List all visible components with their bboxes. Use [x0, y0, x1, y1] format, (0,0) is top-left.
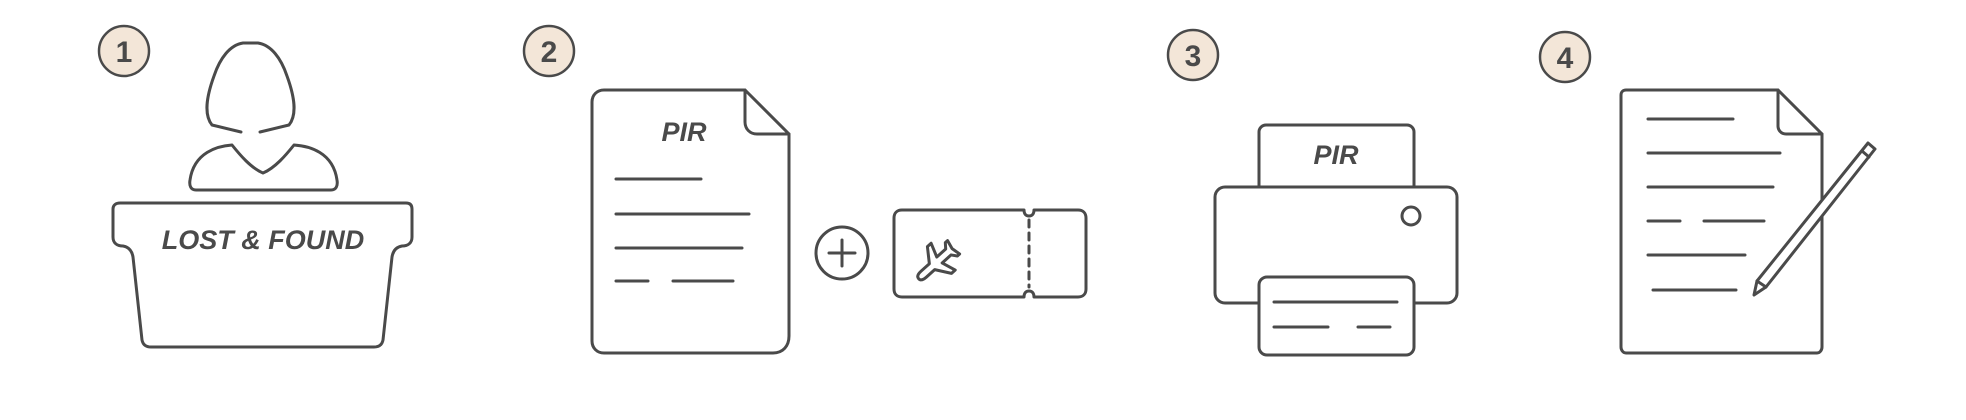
step-1: 1 LOST & FOUND — [97, 24, 414, 349]
printer-button — [1400, 205, 1422, 227]
desk-sign-label: LOST & FOUND — [162, 225, 365, 255]
form-document-corner-fold — [1776, 88, 1824, 136]
desk — [111, 201, 414, 349]
pencil-icon — [1752, 141, 1877, 297]
plus-circle-icon — [814, 225, 870, 281]
step-4: 4 — [1538, 30, 1877, 355]
printer-icon: PIR — [1213, 123, 1459, 357]
airplane-icon — [916, 239, 962, 282]
person-head — [205, 41, 296, 134]
ticket-outline — [892, 208, 1088, 299]
document-corner-fold — [743, 88, 791, 136]
step-2-badge-circle — [522, 24, 576, 78]
step-3-number: 3 — [1185, 40, 1202, 73]
boarding-ticket-icon — [892, 208, 1088, 299]
form-document-outline — [1619, 88, 1824, 355]
step-4-badge-circle — [1538, 30, 1592, 84]
document-label: PIR — [661, 117, 707, 147]
step-3: 3 PIR — [1166, 28, 1459, 357]
plus-circle — [814, 225, 870, 281]
step-1-number: 1 — [116, 36, 133, 69]
airplane-shape — [916, 239, 962, 282]
step-4-number: 4 — [1557, 42, 1574, 75]
document-with-pencil-icon — [1619, 88, 1877, 355]
printer-paper-label: PIR — [1313, 140, 1359, 170]
step-2: 2 PIR — [522, 24, 1088, 355]
step-3-badge: 3 — [1166, 28, 1220, 82]
step-1-badge: 1 — [97, 24, 151, 78]
document-icon: PIR — [590, 88, 791, 355]
person-body — [188, 143, 339, 192]
pencil-band — [1860, 149, 1871, 159]
step-1-badge-circle — [97, 24, 151, 78]
person-at-desk-icon: LOST & FOUND — [111, 41, 414, 349]
step-2-badge: 2 — [522, 24, 576, 78]
document-outline — [590, 88, 791, 355]
pencil-tip-line — [1755, 279, 1768, 289]
step-2-number: 2 — [541, 36, 558, 69]
pencil-body — [1752, 141, 1877, 297]
printer-output-tray — [1257, 275, 1416, 357]
step-4-badge: 4 — [1538, 30, 1592, 84]
step-3-badge-circle — [1166, 28, 1220, 82]
